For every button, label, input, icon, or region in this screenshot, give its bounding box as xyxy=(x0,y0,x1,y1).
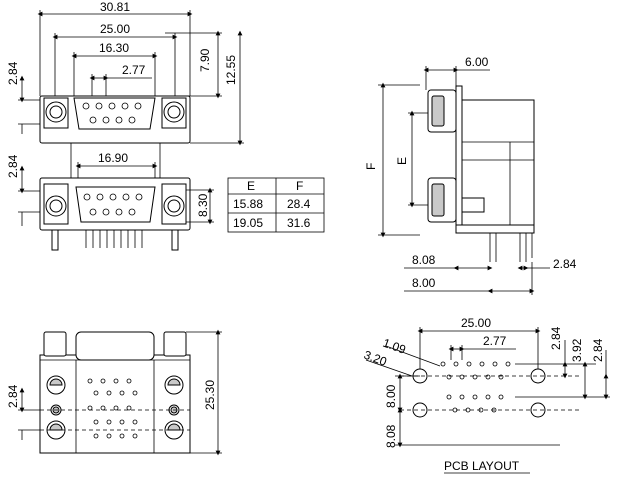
pcb-dim-25-00: 25.00 xyxy=(461,316,491,330)
dim-25-00: 25.00 xyxy=(100,22,130,36)
table-cell-r2-e: 19.05 xyxy=(233,216,263,230)
pcb-layout-title: PCB LAYOUT xyxy=(444,459,520,473)
table-cell-r1-e: 15.88 xyxy=(233,197,263,211)
pcb-layout: 25.00 2.77 1.09 3.20 xyxy=(362,316,610,474)
pcb-dim-2-77: 2.77 xyxy=(483,334,507,348)
front-view: 2.84 25.30 xyxy=(6,329,222,456)
pcb-dim-8-08: 8.08 xyxy=(384,424,398,448)
table-header-e: E xyxy=(247,179,255,193)
dim-12-55: 12.55 xyxy=(224,55,238,85)
dim-6-00: 6.00 xyxy=(465,55,489,69)
dim-front-2-84: 2.84 xyxy=(6,384,20,408)
dim-E: E xyxy=(395,157,409,165)
dim-25-30: 25.30 xyxy=(203,380,217,410)
pcb-pin-holes xyxy=(440,361,511,413)
dim-2-77: 2.77 xyxy=(122,63,146,77)
table-header-f: F xyxy=(296,179,303,193)
pcb-dim-3-92: 3.92 xyxy=(570,338,584,362)
dim-16-90: 16.90 xyxy=(98,151,128,165)
dim-side-2-84: 2.84 xyxy=(553,257,577,271)
dim-8-30: 8.30 xyxy=(196,193,210,217)
upper-pins xyxy=(82,102,142,124)
table-cell-r2-f: 31.6 xyxy=(287,216,311,230)
pcb-dim-8-00: 8.00 xyxy=(384,384,398,408)
dim-2-84-top: 2.84 xyxy=(6,61,20,85)
pcb-dim-3-20: 3.20 xyxy=(362,348,389,369)
pcb-dim-2-84-a: 2.84 xyxy=(549,326,563,350)
dim-30-81: 30.81 xyxy=(100,0,130,14)
dim-2-84-mid: 2.84 xyxy=(6,154,20,178)
dim-7-90: 7.90 xyxy=(198,48,212,72)
dim-F: F xyxy=(364,163,378,170)
dim-16-30: 16.30 xyxy=(99,41,129,55)
pcb-dim-2-84-b: 2.84 xyxy=(591,338,605,362)
side-view: 6.00 F E 8.08 2.84 xyxy=(364,55,577,295)
dim-side-8-08: 8.08 xyxy=(412,253,436,267)
lower-pins xyxy=(83,193,143,216)
table-cell-r1-f: 28.4 xyxy=(287,197,311,211)
ef-table: E F 15.88 28.4 19.05 31.6 xyxy=(227,177,325,233)
bottom-leads xyxy=(51,229,179,251)
dim-side-8-00: 8.00 xyxy=(412,276,436,290)
top-view: 30.81 25.00 16.30 2.77 7.90 12.55 2.84 xyxy=(6,0,244,251)
